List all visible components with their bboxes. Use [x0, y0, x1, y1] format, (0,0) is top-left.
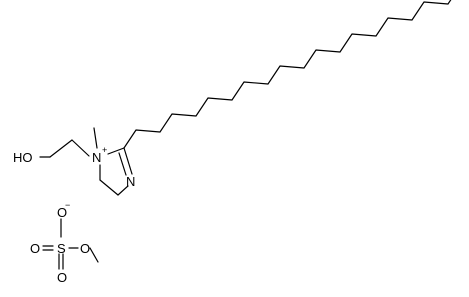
heptadecyl-chain: [123, 0, 452, 149]
bond-n3-c2: [123, 147, 133, 175]
o-left-label: O: [30, 241, 40, 256]
o-minus-charge: −: [65, 200, 70, 210]
bond-c5-c4: [99, 179, 119, 196]
bond-ch2-ch2: [49, 139, 73, 158]
bond-c2-n1: [107, 147, 125, 155]
n-plus-label: N: [92, 150, 101, 165]
bond-n1-ch2: [71, 139, 90, 157]
bond-n1-methyl: [93, 127, 98, 149]
s-label: S: [57, 241, 66, 256]
n-ring-label: N: [126, 174, 135, 189]
ho-label: HO: [13, 150, 33, 165]
bond-n3-c2-double: [118, 152, 127, 176]
o-bottom-label: O: [57, 270, 67, 285]
n-plus-charge: +: [102, 145, 107, 155]
o-minus-label: O: [57, 205, 67, 220]
bond-o-methyl: [89, 247, 99, 263]
bond-c4-n3: [117, 185, 129, 196]
o-methyl-label: O: [80, 241, 90, 256]
